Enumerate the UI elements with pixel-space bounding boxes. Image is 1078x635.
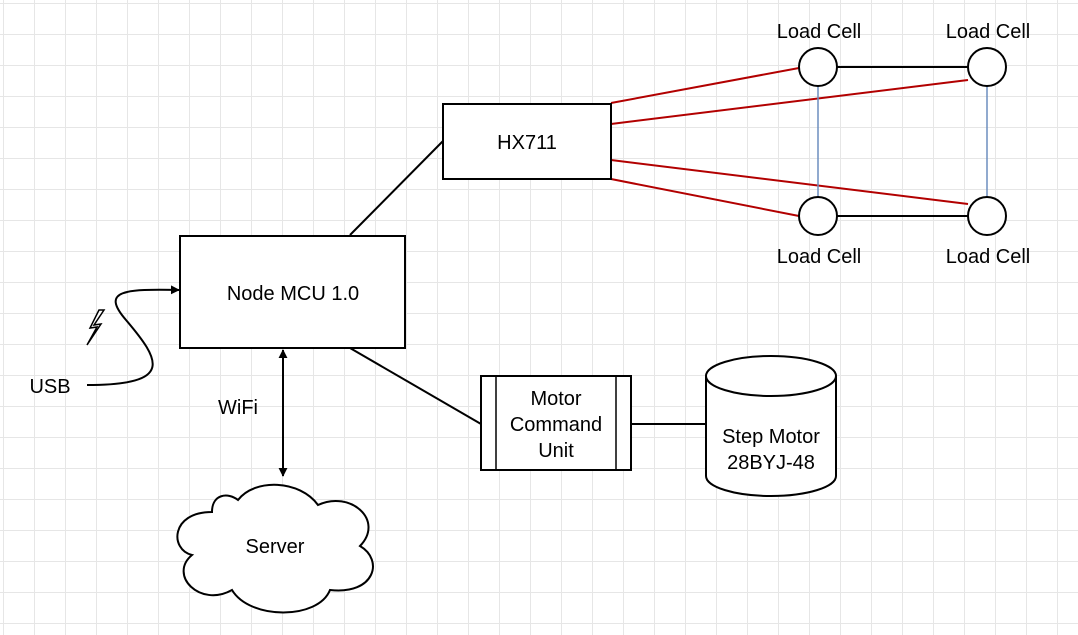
server-label: Server — [246, 536, 305, 558]
black-wires — [837, 66, 968, 217]
nodemcu-box — [179, 235, 406, 349]
motor-command-unit-label-2: Command — [510, 414, 602, 436]
wire-hx711-loadcell-br — [610, 159, 969, 205]
load-cell-bottom-right[interactable]: Load Cell — [946, 196, 1031, 268]
server-cloud-shape — [176, 483, 374, 614]
motor-command-unit-box — [480, 375, 632, 471]
load-cell-bottom-left-circle — [798, 196, 838, 236]
load-cell-top-left-label: Load Cell — [777, 21, 862, 43]
step-motor-label-1: Step Motor — [722, 426, 820, 448]
wire-hx711-loadcell-tr — [610, 79, 969, 125]
wire-hx711-loadcell-bl — [610, 178, 800, 217]
nodemcu-node[interactable]: Node MCU 1.0 — [179, 235, 406, 349]
nodemcu-label: Node MCU 1.0 — [227, 283, 359, 305]
load-cell-top-right[interactable]: Load Cell — [946, 21, 1031, 87]
step-motor-body — [705, 376, 837, 497]
step-motor-top — [705, 355, 837, 397]
motor-command-unit-label-1: Motor — [530, 388, 581, 410]
load-cell-bottom-left-label: Load Cell — [777, 246, 862, 268]
hx711-label: HX711 — [497, 132, 557, 154]
wifi-label: WiFi — [218, 397, 258, 419]
step-motor-label-2: 28BYJ-48 — [727, 452, 815, 474]
motor-command-unit-label-3: Unit — [538, 440, 574, 462]
load-cell-bottom-right-label: Load Cell — [946, 246, 1031, 268]
hx711-box — [442, 103, 612, 180]
step-motor-node[interactable]: Step Motor 28BYJ-48 — [705, 355, 837, 497]
load-cell-bottom-left[interactable]: Load Cell — [777, 196, 862, 268]
blue-wires — [817, 86, 988, 197]
red-wires — [610, 67, 969, 217]
usb-cable — [86, 285, 180, 386]
load-cell-top-left-circle — [798, 47, 838, 87]
load-cell-top-left[interactable]: Load Cell — [777, 21, 862, 87]
load-cell-bottom-right-circle — [967, 196, 1007, 236]
usb-label: USB — [29, 376, 70, 398]
edge-nodemcu-hx711 — [349, 140, 444, 236]
edge-nodemcu-motorcmd — [349, 347, 482, 425]
wire-hx711-loadcell-tl — [610, 67, 800, 104]
server-node[interactable]: Server — [176, 483, 374, 614]
load-cell-top-right-circle — [967, 47, 1007, 87]
lightning-bolt-icon — [86, 309, 106, 346]
load-cell-top-right-label: Load Cell — [946, 21, 1031, 43]
hx711-node[interactable]: HX711 — [442, 103, 612, 180]
motor-command-unit-node[interactable]: Motor Command Unit — [480, 375, 632, 471]
